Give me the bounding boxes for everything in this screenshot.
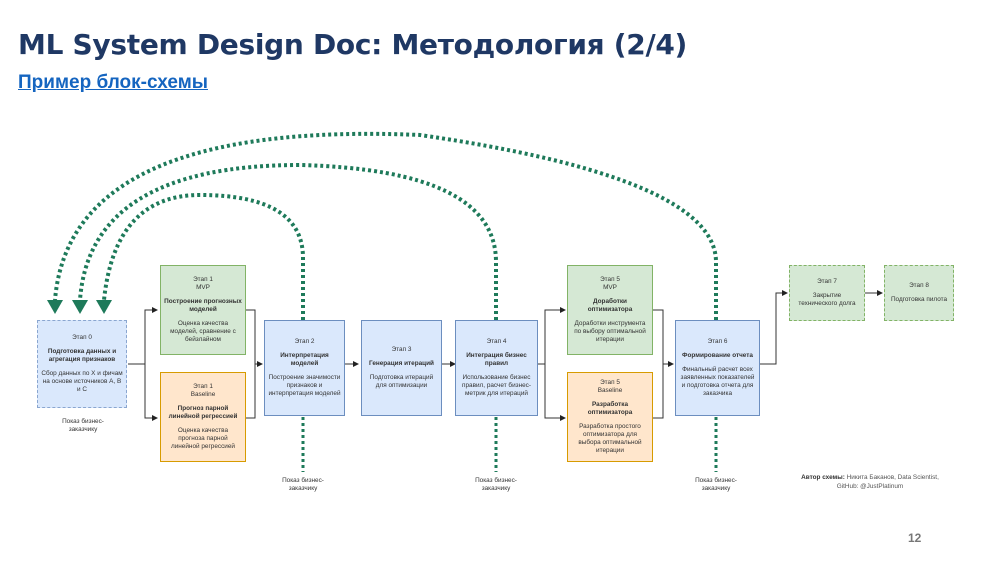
stage-name: Генерация итераций bbox=[369, 360, 434, 367]
stage-number: Этап 1 bbox=[193, 383, 213, 390]
stage-variant: MVP bbox=[196, 284, 210, 291]
author-text: Никита Баканов, Data Scientist, GitHub: … bbox=[836, 474, 939, 490]
stage-name: Формирование отчета bbox=[682, 352, 753, 359]
stage-number: Этап 3 bbox=[391, 346, 412, 353]
stage-name: Прогноз парной линейной регрессией bbox=[168, 405, 238, 420]
stage-8-box[interactable]: Этап 8 Подготовка пилота bbox=[884, 265, 954, 321]
stage-0-box[interactable]: Этап 0 Подготовка данных и агрегация при… bbox=[37, 320, 127, 408]
stage-variant: Baseline bbox=[190, 391, 216, 398]
slide-subtitle[interactable]: Пример блок-схемы bbox=[18, 72, 208, 93]
stage-name: Интеграция бизнес правил bbox=[466, 352, 527, 367]
stage-desc: Построение значимости признаков и интерп… bbox=[268, 374, 341, 397]
stage-desc: Разработка простого оптимизатора для выб… bbox=[578, 423, 642, 454]
stage-desc: Использование бизнес правил, расчет бизн… bbox=[462, 374, 531, 397]
stage-number: Этап 5 bbox=[600, 379, 620, 386]
author-label: Автор схемы: bbox=[801, 474, 845, 481]
slide-title: ML System Design Doc: Методология (2/4) bbox=[18, 28, 688, 61]
stage-desc: Оценка качества прогноза парной линейной… bbox=[170, 427, 235, 450]
author-credit: Автор схемы: Никита Баканов, Data Scient… bbox=[800, 474, 940, 491]
stage-number: Этап 4 bbox=[486, 338, 507, 345]
stage-variant: Baseline bbox=[597, 387, 623, 394]
stage-name: Подготовка данных и агрегация признаков bbox=[47, 348, 117, 363]
arrow-head bbox=[96, 300, 112, 314]
stage-variant: MVP bbox=[603, 284, 617, 291]
show-client-label: Показ бизнес-заказчику bbox=[695, 477, 737, 493]
stage-number: Этап 6 bbox=[707, 338, 728, 345]
stage-2-box[interactable]: Этап 2 Интерпретация моделей Построение … bbox=[264, 320, 345, 416]
stage-5-baseline-box[interactable]: Этап 5 Baseline Разработка оптимизатора … bbox=[567, 372, 653, 462]
stage-5-mvp-box[interactable]: Этап 5 MVP Доработки оптимизатора Дорабо… bbox=[567, 265, 653, 355]
stage-1-baseline-box[interactable]: Этап 1 Baseline Прогноз парной линейной … bbox=[160, 372, 246, 462]
arrow-head bbox=[47, 300, 63, 314]
stage-number: Этап 8 bbox=[909, 282, 929, 289]
show-client-label: Показ бизнес-заказчику bbox=[282, 477, 324, 493]
stage-name: Интерпретация моделей bbox=[280, 352, 329, 367]
stage-desc: Финальный расчет всех заявленных показат… bbox=[680, 366, 755, 397]
stage-name: Построение прогнозных моделей bbox=[164, 298, 242, 313]
arrow-head bbox=[72, 300, 88, 314]
stage-desc: Доработки инструмента по выбору оптималь… bbox=[574, 320, 646, 343]
feedback-arc-stage4 bbox=[78, 162, 498, 320]
stage-name: Подготовка пилота bbox=[890, 296, 948, 303]
stage-number: Этап 5 bbox=[600, 276, 620, 283]
stage-desc: Сбор данных по X и фичам на основе источ… bbox=[41, 370, 123, 393]
feedback-arc-stage2 bbox=[102, 192, 305, 320]
stage-name: Доработки оптимизатора bbox=[587, 298, 633, 313]
feedback-arc-stage6 bbox=[53, 131, 718, 320]
stage-7-box[interactable]: Этап 7 Закрытие технического долга bbox=[789, 265, 865, 321]
stage-desc: Оценка качества моделей, сравнение с бей… bbox=[170, 320, 236, 343]
stage-name: Разработка оптимизатора bbox=[587, 401, 633, 416]
stage-4-box[interactable]: Этап 4 Интеграция бизнес правил Использо… bbox=[455, 320, 538, 416]
show-client-label: Показ бизнес-заказчику bbox=[62, 418, 104, 434]
stage-number: Этап 1 bbox=[193, 276, 213, 283]
stage-3-box[interactable]: Этап 3 Генерация итераций Подготовка ите… bbox=[361, 320, 442, 416]
page-number: 12 bbox=[908, 531, 922, 545]
stage-number: Этап 0 bbox=[72, 334, 92, 341]
stage-1-mvp-box[interactable]: Этап 1 MVP Построение прогнозных моделей… bbox=[160, 265, 246, 355]
stage-number: Этап 2 bbox=[294, 338, 315, 345]
stage-6-box[interactable]: Этап 6 Формирование отчета Финальный рас… bbox=[675, 320, 760, 416]
stage-number: Этап 7 bbox=[817, 278, 837, 285]
show-client-label: Показ бизнес-заказчику bbox=[475, 477, 517, 493]
stage-name: Закрытие технического долга bbox=[798, 292, 856, 307]
stage-desc: Подготовка итераций для оптимизации bbox=[369, 374, 434, 389]
